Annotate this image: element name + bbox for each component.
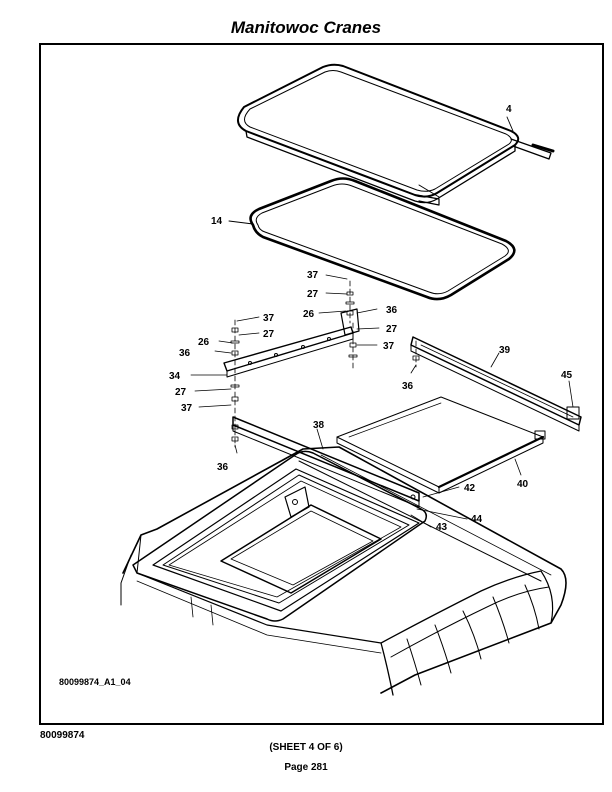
callout-4: 4 bbox=[506, 104, 512, 115]
page-number: Page 281 bbox=[284, 762, 328, 773]
callout-40: 40 bbox=[517, 479, 529, 490]
callout-14: 14 bbox=[211, 216, 223, 227]
callout-27: 27 bbox=[386, 324, 398, 335]
callout-45: 45 bbox=[561, 370, 573, 381]
callout-36: 36 bbox=[402, 381, 414, 392]
part-38-rail bbox=[231, 416, 420, 508]
callout-44: 44 bbox=[471, 514, 483, 525]
callout-38: 38 bbox=[313, 420, 325, 431]
callout-37: 37 bbox=[307, 270, 319, 281]
callout-43: 43 bbox=[436, 522, 448, 533]
callout-37: 37 bbox=[263, 313, 275, 324]
fastener-stack-left bbox=[230, 319, 240, 431]
callout-27: 27 bbox=[175, 387, 187, 398]
part-39-rail bbox=[410, 336, 582, 432]
document-number: 80099874 bbox=[40, 730, 85, 741]
callout-27: 27 bbox=[263, 329, 275, 340]
callout-36: 36 bbox=[217, 462, 229, 473]
leader-14 bbox=[228, 220, 254, 225]
sheet-indicator: (SHEET 4 OF 6) bbox=[269, 742, 343, 753]
drawing-frame: 4 14 37 27 26 36 27 37 37 27 26 36 34 27… bbox=[39, 43, 604, 725]
cab-roof-assembly bbox=[120, 446, 567, 696]
callout-36: 36 bbox=[179, 348, 191, 359]
callout-37: 37 bbox=[383, 341, 395, 352]
fastener-stack-right-center bbox=[348, 322, 358, 371]
fastener-stack-upper-center bbox=[345, 280, 355, 324]
callout-37: 37 bbox=[181, 403, 193, 414]
callout-26: 26 bbox=[198, 337, 210, 348]
callout-26: 26 bbox=[303, 309, 315, 320]
part-14-seal bbox=[249, 177, 516, 301]
callout-34: 34 bbox=[169, 371, 181, 382]
fastener-stack-right bbox=[412, 340, 420, 368]
callout-labels: 4 14 37 27 26 36 27 37 37 27 26 36 34 27… bbox=[169, 104, 573, 533]
exploded-parts-diagram: 4 14 37 27 26 36 27 37 37 27 26 36 34 27… bbox=[120, 63, 582, 696]
page-title: Manitowoc Cranes bbox=[230, 18, 382, 37]
callout-39: 39 bbox=[499, 345, 511, 356]
part-4-roof-panel bbox=[237, 63, 555, 206]
callout-42: 42 bbox=[464, 483, 476, 494]
part-40-shade bbox=[336, 396, 546, 494]
drawing-id-label: 80099874_A1_04 bbox=[59, 677, 131, 687]
callout-27: 27 bbox=[307, 289, 319, 300]
leader-4 bbox=[506, 116, 514, 132]
part-34-bracket bbox=[223, 308, 360, 378]
callout-36: 36 bbox=[386, 305, 398, 316]
